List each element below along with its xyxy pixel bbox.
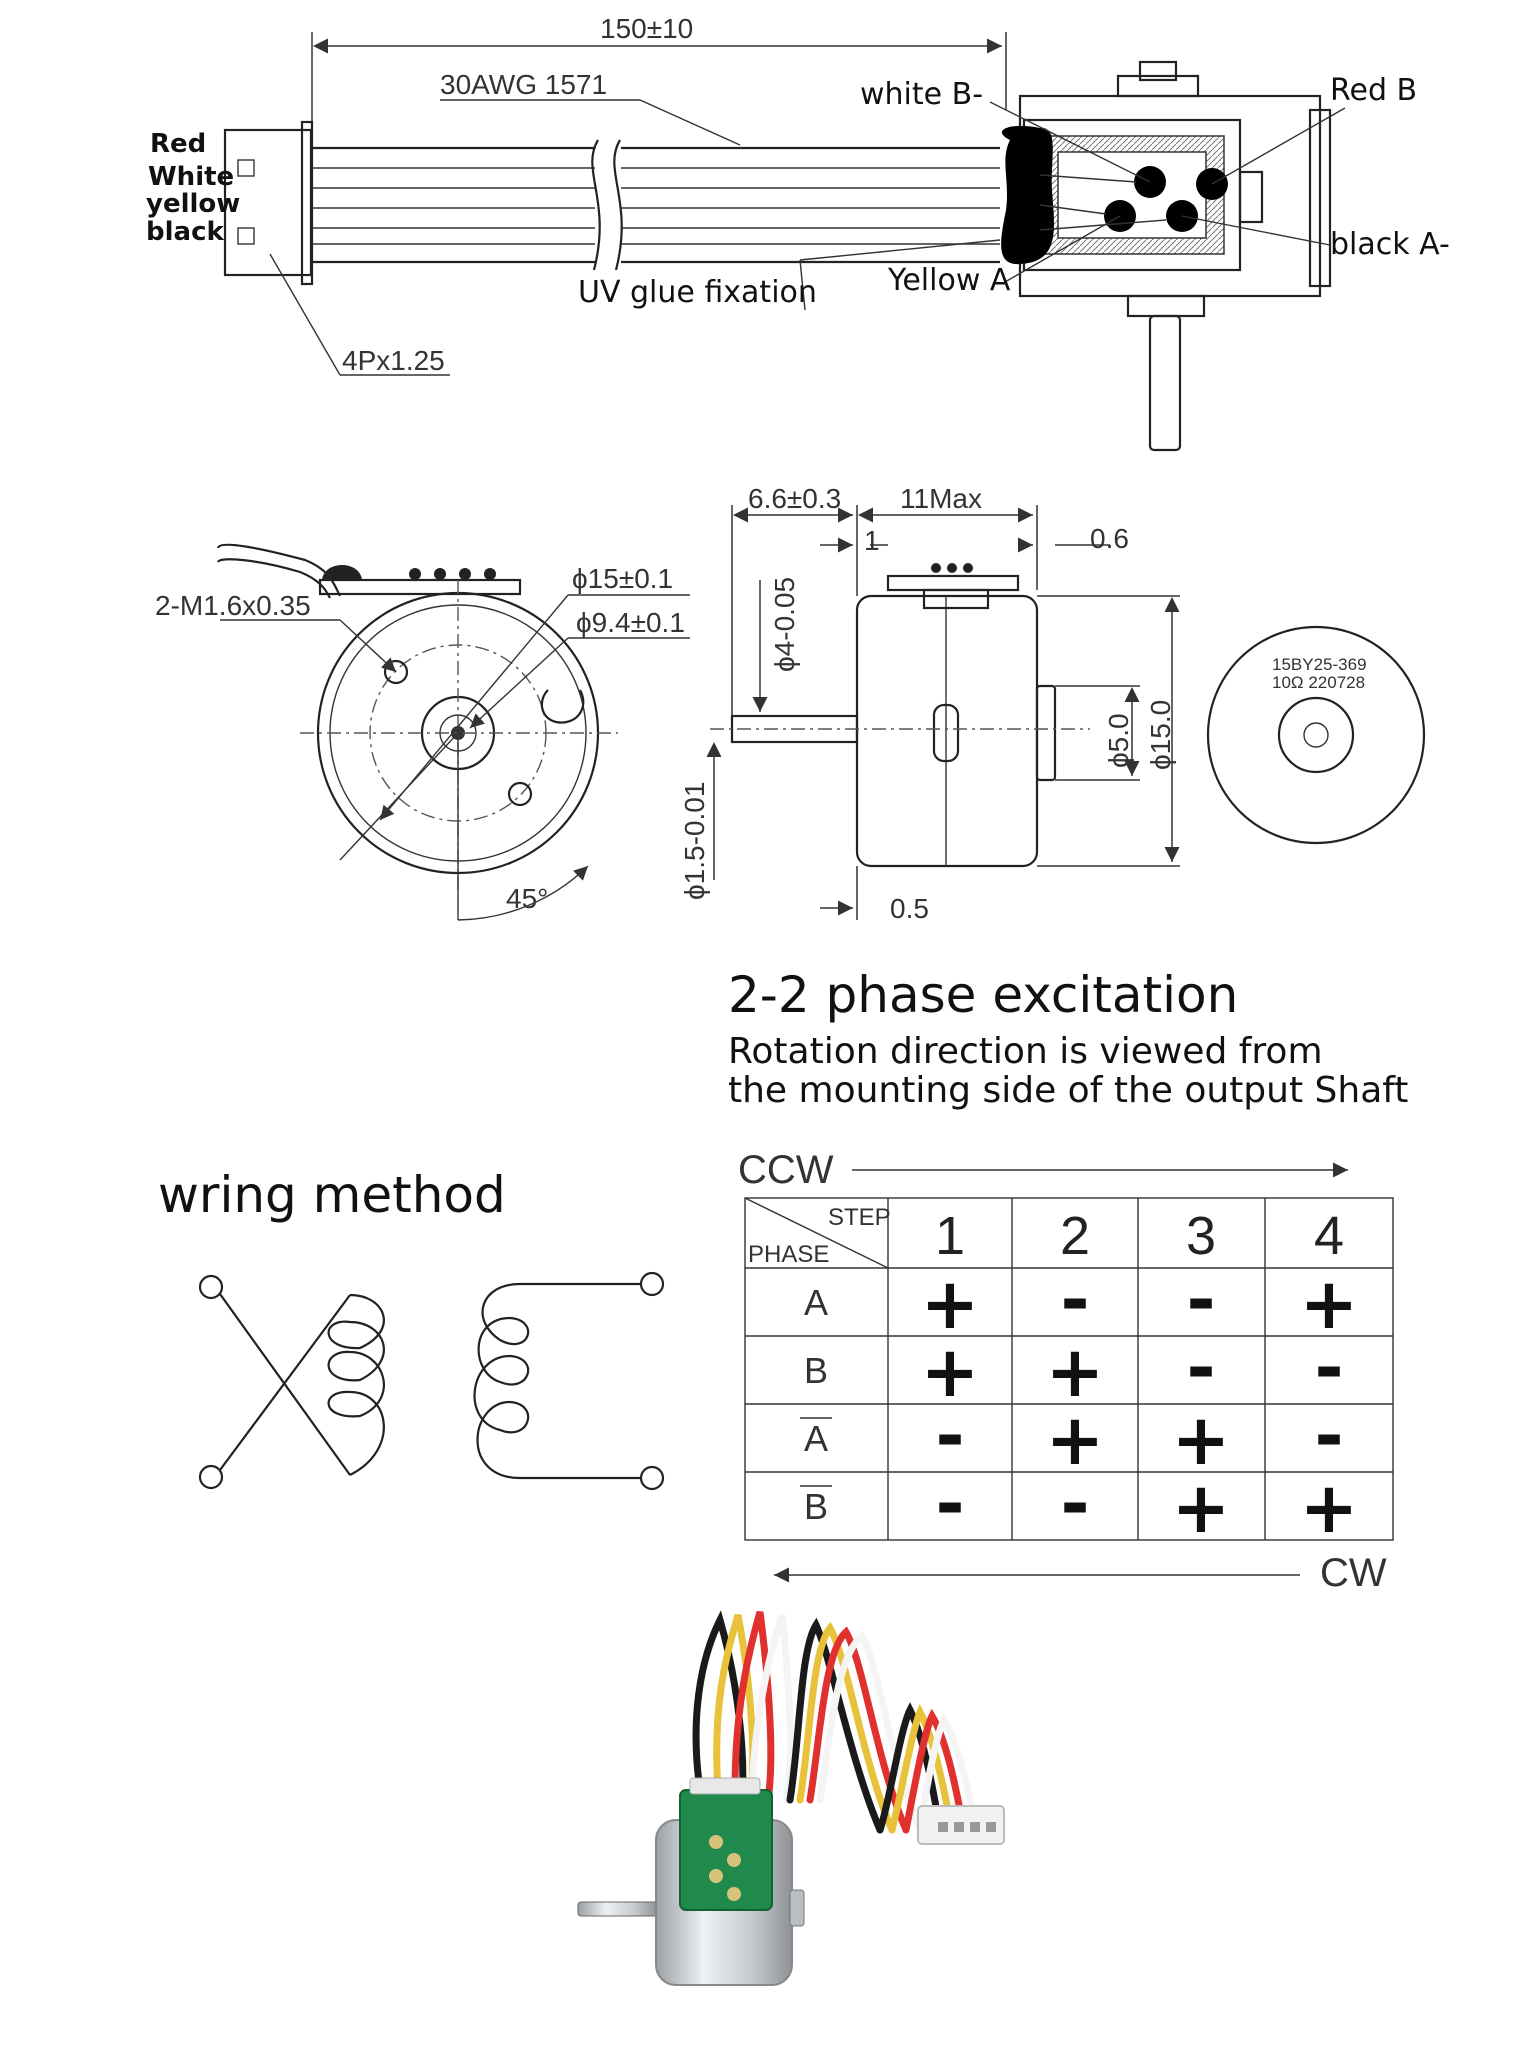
step-header-3: 3 (1186, 1206, 1216, 1266)
phase-label-a-bar: A (804, 1418, 828, 1459)
cell-b-1: + (921, 1331, 980, 1413)
front-dia-outer-label: ϕ15±0.1 (572, 563, 673, 594)
dim-body-diameter: ϕ15.0 (1145, 700, 1176, 770)
screw-spec-label: 2-M1.6x0.35 (155, 590, 311, 621)
dim-body-length: 11Max (900, 483, 982, 514)
cell-b-4: - (1314, 1327, 1343, 1409)
cell-a-3: - (1186, 1259, 1215, 1341)
cell-b-3: - (1186, 1327, 1215, 1409)
dim-flange: 0.5 (890, 893, 929, 924)
wiring-schematic (198, 1271, 665, 1491)
motor-end-view: 15BY25-369 10Ω 220728 (1206, 625, 1426, 845)
label-white-b: white B- (860, 77, 983, 112)
cell-a-1: + (921, 1263, 980, 1345)
phase-label-b: B (804, 1350, 828, 1391)
excitation-title: 2-2 phase excitation (728, 966, 1238, 1024)
motor-front-view: 2-M1.6x0.35 ϕ15±0.1 ϕ9.4±0.1 45° (155, 543, 690, 921)
angle-label: 45° (506, 883, 548, 914)
step-header-2: 2 (1060, 1206, 1090, 1266)
cell-abar-1: - (935, 1395, 964, 1477)
cell-a-4: + (1300, 1263, 1359, 1345)
dim-pin-diameter: ϕ1.5-0.01 (679, 782, 710, 900)
cell-bbar-2: - (1060, 1463, 1089, 1545)
header-phase: PHASE (748, 1241, 829, 1268)
resistance-date-marking: 10Ω 220728 (1272, 673, 1365, 692)
cable-length-label: 150±10 (600, 13, 693, 44)
cable-assembly-drawing: 150±10 30AWG 1571 Red White yellow blac (146, 13, 1450, 452)
wire-label-red: Red (150, 129, 206, 159)
motor-side-view: 6.6±0.3 11Max 1 0.6 ϕ4-0.05 ϕ1.5-0.01 ϕ5… (679, 483, 1180, 924)
photo-pcb (679, 1789, 773, 1911)
phase-label-b-bar: B (804, 1486, 828, 1527)
cell-bbar-3: + (1172, 1467, 1231, 1549)
cell-abar-4: - (1314, 1395, 1343, 1477)
connector-pitch-label: 4Px1.25 (342, 345, 445, 376)
phase-label-a: A (804, 1282, 828, 1323)
dim-shaft-length: 6.6±0.3 (748, 483, 841, 514)
cell-bbar-4: + (1300, 1467, 1359, 1549)
ccw-label: CCW (738, 1148, 834, 1192)
wire-label-black: black (146, 217, 224, 247)
step-header-1: 1 (935, 1206, 965, 1266)
header-step: STEP (828, 1204, 891, 1231)
cell-b-2: + (1046, 1331, 1105, 1413)
dim-boss-diameter: ϕ5.0 (1103, 713, 1134, 768)
cell-abar-3: + (1172, 1399, 1231, 1481)
excitation-subtitle-line2: the mounting side of the output Shaft (728, 1070, 1408, 1111)
product-photo (577, 1610, 1005, 1986)
step-header-4: 4 (1314, 1206, 1344, 1266)
excitation-subtitle-line1: Rotation direction is viewed from (728, 1031, 1323, 1072)
wire-label-yellow: yellow (146, 189, 240, 219)
ribbon-cable (312, 139, 1000, 271)
dim-shaft-diameter: ϕ4-0.05 (769, 577, 800, 672)
wire-spec-label: 30AWG 1571 (440, 69, 607, 100)
uv-glue-blob (1001, 125, 1054, 265)
dim-one: 1 (864, 525, 880, 556)
dim-gap: 0.6 (1090, 523, 1129, 554)
label-black-a: black A- (1330, 227, 1450, 262)
wiring-method-title: wring method (158, 1166, 506, 1224)
cell-a-2: - (1060, 1259, 1089, 1341)
label-yellow-a: Yellow A (887, 263, 1011, 298)
excitation-table: CCW CW STEP PHASE 1 2 3 4 A B A B + - - … (738, 1148, 1394, 1595)
photo-shaft (577, 1901, 659, 1917)
label-red-b: Red B (1330, 73, 1417, 108)
cw-label: CW (1320, 1551, 1387, 1595)
front-dia-inner-label: ϕ9.4±0.1 (576, 607, 685, 638)
wire-label-white: White (148, 162, 234, 192)
glue-fixation-label: UV glue fixation (578, 275, 817, 310)
cell-abar-2: + (1046, 1399, 1105, 1481)
model-marking: 15BY25-369 (1272, 655, 1367, 674)
cell-bbar-1: - (935, 1463, 964, 1545)
